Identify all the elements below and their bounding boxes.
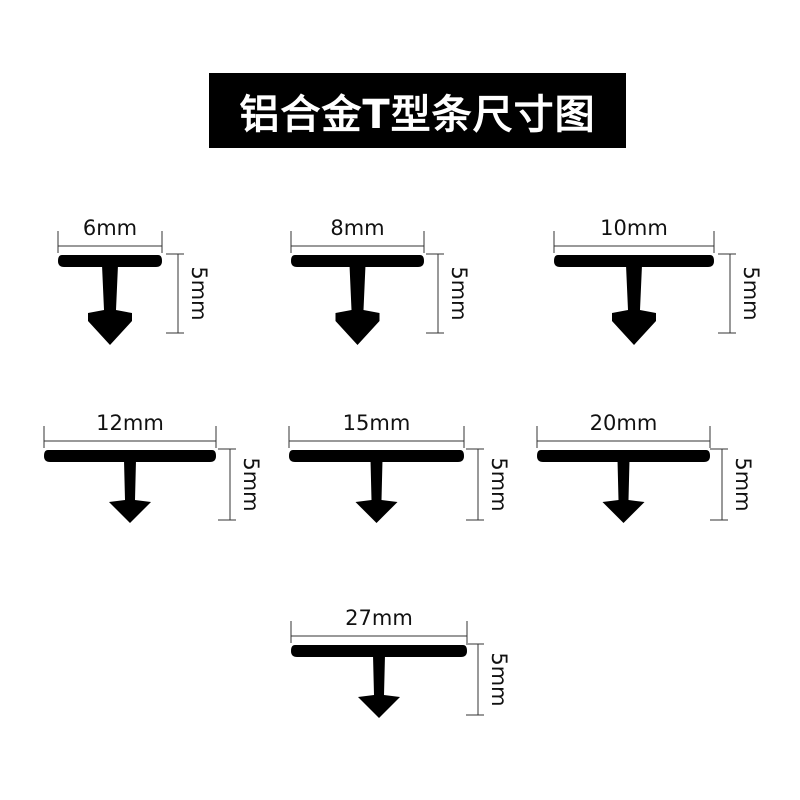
profile-stem bbox=[88, 265, 132, 345]
profile-flange bbox=[44, 450, 216, 462]
height-label: 5mm bbox=[239, 457, 263, 511]
height-label: 5mm bbox=[487, 652, 511, 706]
width-label: 8mm bbox=[330, 216, 384, 240]
width-label: 27mm bbox=[345, 606, 413, 630]
profile-stem bbox=[335, 265, 380, 345]
height-label: 5mm bbox=[487, 457, 511, 511]
width-label: 20mm bbox=[590, 411, 658, 435]
profile-stem bbox=[602, 460, 645, 523]
profile-10mm: 10mm 5mm bbox=[553, 216, 763, 345]
profile-6mm: 6mm 5mm bbox=[57, 216, 211, 345]
profile-flange bbox=[291, 255, 424, 267]
width-label: 15mm bbox=[343, 411, 411, 435]
profile-flange bbox=[289, 450, 464, 462]
profile-flange bbox=[537, 450, 710, 462]
width-label: 12mm bbox=[96, 411, 164, 435]
profile-flange bbox=[58, 255, 162, 267]
height-label: 5mm bbox=[739, 266, 763, 320]
width-label: 10mm bbox=[600, 216, 668, 240]
profile-15mm: 15mm 5mm bbox=[288, 411, 511, 523]
profile-12mm: 12mm 5mm bbox=[43, 411, 263, 523]
profile-stem bbox=[355, 460, 398, 523]
profile-stem bbox=[612, 265, 656, 345]
profile-stem bbox=[109, 460, 151, 523]
profile-8mm: 8mm 5mm bbox=[290, 216, 471, 345]
width-label: 6mm bbox=[83, 216, 137, 240]
profile-flange bbox=[291, 645, 467, 657]
profile-20mm: 20mm 5mm bbox=[536, 411, 755, 523]
height-label: 5mm bbox=[731, 457, 755, 511]
profile-flange bbox=[554, 255, 714, 267]
page-title: 铝合金T型条尺寸图 bbox=[239, 91, 596, 138]
profile-27mm: 27mm 5mm bbox=[290, 606, 511, 718]
title-banner: 铝合金T型条尺寸图 bbox=[209, 73, 626, 148]
height-label: 5mm bbox=[187, 266, 211, 320]
profile-stem bbox=[358, 655, 400, 718]
height-label: 5mm bbox=[447, 266, 471, 320]
